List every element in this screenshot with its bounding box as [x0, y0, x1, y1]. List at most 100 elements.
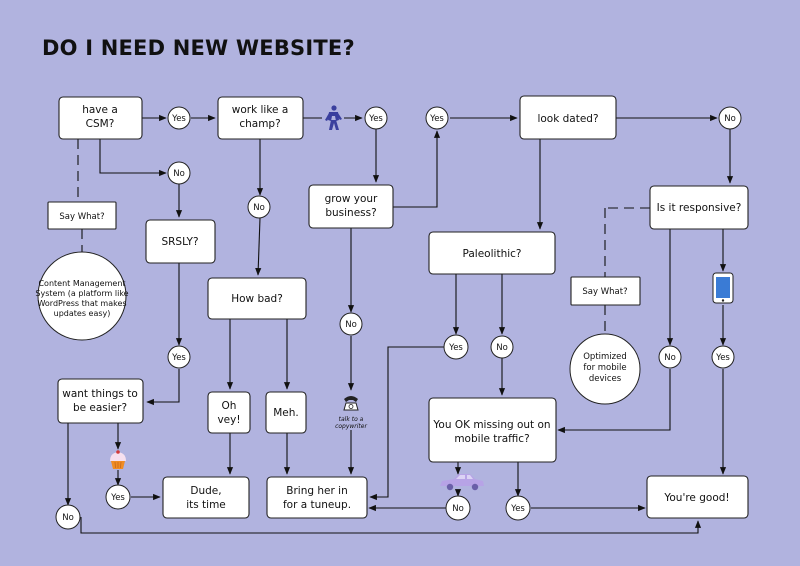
svg-text:for a tuneup.: for a tuneup. [283, 499, 351, 511]
svg-text:Meh.: Meh. [273, 407, 299, 419]
svg-text:have a: have a [82, 104, 118, 116]
connector-no-2: No [55, 504, 81, 530]
svg-text:No: No [664, 353, 676, 363]
node-say-what-1: Say What? [47, 201, 117, 230]
svg-text:Content Management: Content Management [38, 279, 125, 288]
connector-no-8: No [445, 495, 471, 521]
svg-text:mobile traffic?: mobile traffic? [454, 433, 529, 445]
edge-csm-no1 [99, 139, 167, 177]
svg-text:business?: business? [325, 207, 376, 219]
svg-text:Say What?: Say What? [59, 212, 104, 222]
node-meh: Meh. [265, 391, 307, 434]
chart-title: DO I NEED NEW WEBSITE? [42, 36, 355, 60]
connector-yes-6: Yes [443, 334, 469, 360]
svg-text:Yes: Yes [448, 343, 463, 353]
node-champ: work like a champ? [217, 96, 304, 140]
svg-text:Dude,: Dude, [190, 485, 221, 497]
svg-text:Bring her in: Bring her in [286, 485, 347, 497]
svg-text:No: No [62, 513, 74, 523]
svg-text:Optimized: Optimized [583, 352, 627, 362]
connector-no-5: No [339, 312, 363, 336]
svg-text:You're good!: You're good! [663, 492, 729, 504]
connector-yes-8: Yes [505, 495, 531, 521]
svg-text:No: No [345, 320, 357, 330]
node-cms-definition: Content Management System (a platform li… [35, 251, 129, 341]
edge-no-good [80, 517, 702, 534]
connector-no-7: No [658, 345, 682, 369]
edge-no-mobile [557, 369, 671, 434]
edges [64, 114, 734, 534]
node-good: You're good! [646, 475, 749, 519]
connector-yes-5: Yes [425, 106, 449, 130]
svg-text:Yes: Yes [429, 114, 444, 124]
node-mobile-traffic: You OK missing out on mobile traffic? [428, 397, 557, 463]
node-say-what-2: Say What? [570, 276, 641, 306]
svg-text:CSM?: CSM? [86, 118, 115, 130]
svg-text:Yes: Yes [715, 353, 730, 363]
connector-yes-7: Yes [711, 345, 735, 369]
node-optimized: Optimized for mobile devices [569, 333, 641, 405]
svg-text:Oh: Oh [222, 400, 237, 412]
svg-text:devices: devices [589, 374, 622, 384]
svg-text:grow your: grow your [325, 193, 378, 205]
node-dude: Dude, its time [162, 476, 250, 519]
svg-text:Yes: Yes [510, 504, 525, 514]
node-srsly: SRSLY? [145, 219, 216, 264]
svg-text:No: No [452, 504, 464, 514]
node-csm: have a CSM? [58, 96, 143, 140]
car-icon [440, 474, 484, 491]
svg-text:No: No [724, 114, 736, 124]
edge-yes-tuneup [369, 346, 444, 501]
connector-no-4: No [718, 106, 742, 130]
svg-text:work like a: work like a [232, 104, 289, 116]
svg-text:WordPress that makes: WordPress that makes [37, 299, 126, 308]
svg-text:No: No [253, 203, 265, 213]
edge-grow-yes [393, 130, 441, 208]
connector-yes-3: Yes [105, 484, 131, 510]
svg-text:How bad?: How bad? [231, 293, 283, 305]
svg-text:Yes: Yes [368, 114, 383, 124]
svg-text:System (a platform like: System (a platform like [35, 289, 128, 298]
node-how-bad: How bad? [207, 277, 307, 320]
svg-text:Say What?: Say What? [582, 287, 627, 297]
svg-text:copywriter: copywriter [335, 423, 367, 430]
svg-text:No: No [173, 169, 185, 179]
node-dated: look dated? [519, 95, 617, 140]
svg-text:talk to a: talk to a [339, 416, 364, 423]
svg-text:for mobile: for mobile [583, 363, 626, 373]
connector-yes-4: Yes [364, 106, 388, 130]
node-grow: grow your business? [308, 184, 394, 229]
svg-text:champ?: champ? [239, 118, 280, 130]
svg-text:be easier?: be easier? [73, 402, 127, 414]
svg-text:Yes: Yes [171, 353, 186, 363]
node-tuneup: Bring her in for a tuneup. [266, 476, 368, 519]
svg-text:its time: its time [186, 499, 226, 511]
node-ohvey: Oh vey! [207, 391, 251, 434]
connector-no-3: No [247, 195, 271, 219]
node-paleo: Paleolithic? [428, 231, 556, 275]
svg-text:updates easy): updates easy) [54, 309, 111, 318]
connector-no-6: No [490, 335, 514, 359]
svg-text:SRSLY?: SRSLY? [161, 236, 198, 248]
node-easier: want things to be easier? [57, 378, 144, 424]
svg-text:vey!: vey! [217, 414, 240, 426]
svg-text:look dated?: look dated? [537, 113, 598, 125]
edge-no-howbad [255, 217, 262, 276]
svg-text:You OK missing out on: You OK missing out on [432, 419, 550, 431]
svg-text:want things to: want things to [62, 388, 138, 400]
cupcake-icon [110, 450, 126, 469]
runner-icon [322, 105, 344, 130]
svg-text:No: No [496, 343, 508, 353]
svg-text:Paleolithic?: Paleolithic? [463, 248, 522, 260]
connector-yes-2: Yes [167, 345, 191, 369]
telephone-icon: talk to a copywriter [335, 396, 367, 430]
node-responsive: Is it responsive? [649, 185, 749, 230]
svg-text:Yes: Yes [110, 493, 125, 503]
svg-text:Yes: Yes [171, 114, 186, 124]
connector-yes-1: Yes [167, 106, 191, 130]
edge-yes-easier [146, 369, 180, 406]
smartphone-icon [712, 272, 734, 304]
connector-no-1: No [167, 161, 191, 185]
